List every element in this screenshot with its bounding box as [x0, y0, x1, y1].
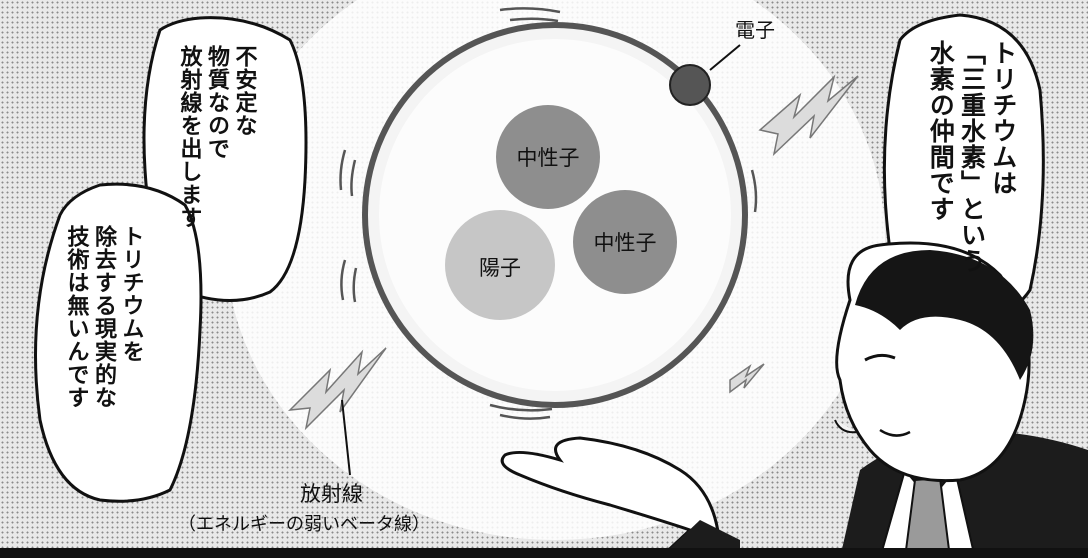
neutron-top-label: 中性子: [516, 146, 580, 170]
proton: [445, 210, 555, 320]
neutron-right-label: 中性子: [593, 231, 657, 255]
bubble-right-text: トリチウムは 「三重水素」という 水素の仲間です: [926, 40, 1018, 274]
presenter-man: [834, 241, 1088, 558]
proton-label: 陽子: [479, 256, 521, 280]
electron-label: 電子: [735, 18, 775, 42]
radiation-leader-line: [341, 399, 351, 476]
electron-leader-line: [709, 44, 741, 71]
bubble-left-top-text: 不安定な 物質なので 放射線を出します: [176, 45, 257, 229]
bubble-left-bottom-shape: [34, 182, 203, 503]
vibration-marks: [339, 7, 758, 420]
radiation-caption-title: 放射線: [300, 482, 363, 506]
neutron-top: [496, 105, 600, 209]
radiation-caption-subtitle: （エネルギーの弱いベータ線）: [178, 514, 430, 535]
electron: [669, 64, 711, 106]
radiation-zigzag-marks: [287, 74, 859, 431]
panel-bottom-border: [0, 548, 1088, 558]
neutron-right: [573, 190, 677, 294]
bubble-left-bottom-text: トリチウムを 除去する現実的な 技術は無いんです: [63, 225, 144, 409]
